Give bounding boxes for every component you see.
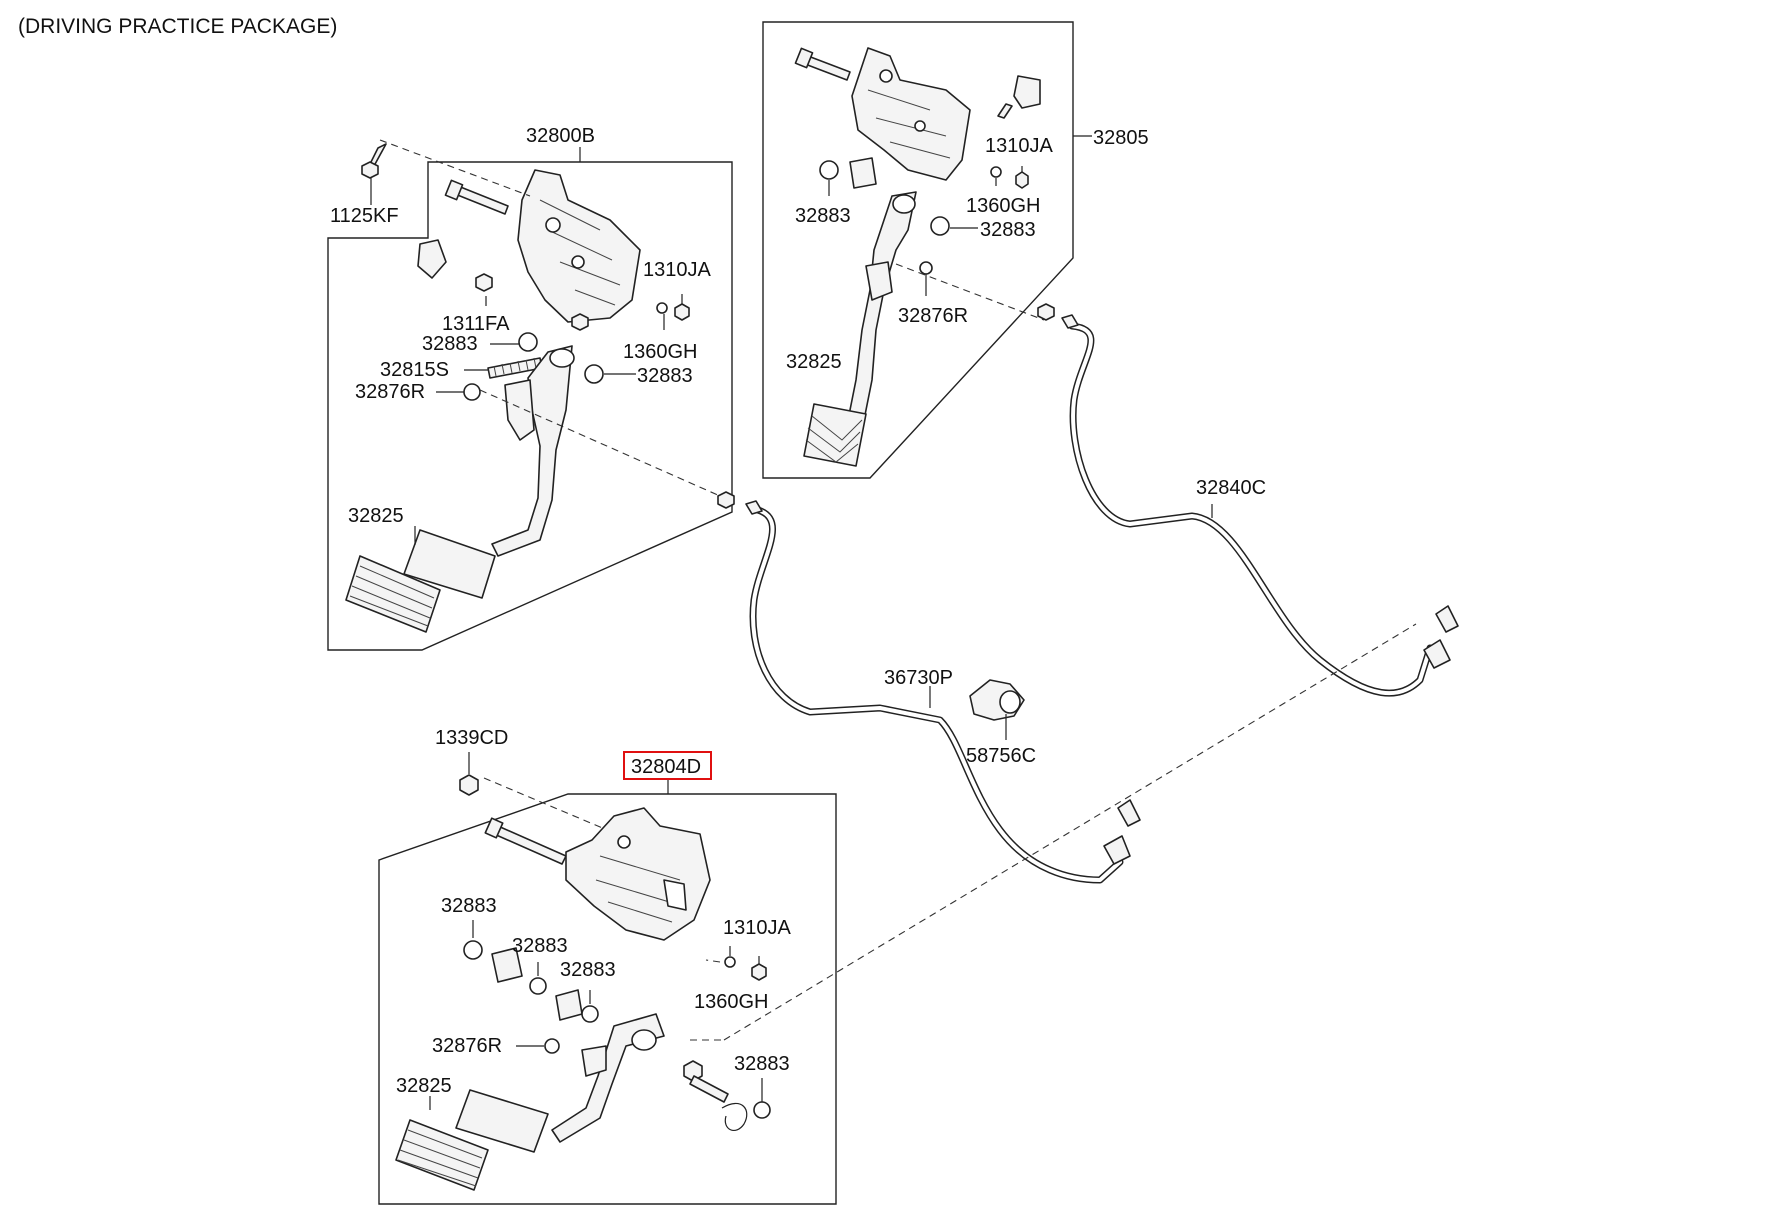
guide-line [723,623,1417,1041]
callout-32883[interactable]: 32883 [734,1053,790,1075]
nut-1310JA [674,303,690,321]
callout-32883[interactable]: 32883 [795,205,851,227]
callout-32876R[interactable]: 32876R [432,1035,502,1057]
callout-32840C[interactable]: 32840C [1196,477,1266,499]
pin [689,1075,729,1103]
sleeve [491,947,523,983]
bushing-32883 [463,940,483,960]
bushing-32883 [930,216,950,236]
bushing-32883 [529,977,547,995]
nut [683,1060,703,1082]
assembly-32800B: 32800B 1125KF 1310JA 1311FA 32883 32815S… [327,125,733,651]
callout-1360GH[interactable]: 1360GH [694,991,769,1013]
pedal-sensor [997,75,1041,119]
callout-32883[interactable]: 32883 [441,895,497,917]
bushing-32883 [584,364,604,384]
nut-1311FA [475,273,493,292]
bolt [794,47,851,81]
nut [571,313,589,331]
assembly-frame [378,793,837,1205]
callout-1310JA[interactable]: 1310JA [985,135,1053,157]
highlight-box [623,751,712,780]
assembly-32805: 32805 1310JA 32883 1360GH 32883 32876R 3… [762,21,1149,479]
cable-36730P [717,491,1141,884]
callout-58756C[interactable]: 58756C [966,745,1036,767]
clip [417,239,447,279]
callout-1125KF[interactable]: 1125KF [330,205,399,227]
callout-1311FA[interactable]: 1311FA [442,313,510,335]
pedal-bracket [565,807,711,941]
bolt [484,817,567,865]
callout-32825[interactable]: 32825 [786,351,842,373]
pedal-bracket [851,47,971,181]
washer-1360GH [724,956,736,968]
assembly-32804D: 1339CD 32804D 32883 32883 1310JA 32883 1… [378,727,837,1205]
clamp-58756C [969,679,1025,740]
sleeve [849,157,877,189]
return-spring [721,1102,748,1132]
washer-1360GH [656,302,668,314]
callout-32815S[interactable]: 32815S [380,359,449,381]
nut-1310JA [751,963,767,981]
callout-36730P[interactable]: 36730P [884,667,953,689]
callout-32883[interactable]: 32883 [637,365,693,387]
bushing-32883 [819,160,839,180]
guide-line [895,263,1045,321]
cable-32840C [1037,303,1459,697]
callout-32883[interactable]: 32883 [980,219,1036,241]
bolt [444,179,509,215]
pedal-pad-32825 [803,403,867,467]
callout-32883[interactable]: 32883 [560,959,616,981]
bushing-32883 [581,1005,599,1023]
bolt-1125KF [361,143,387,179]
callout-32825[interactable]: 32825 [396,1075,452,1097]
stopper-32876R [919,261,933,275]
assembly-frame [327,161,733,651]
callout-1310JA[interactable]: 1310JA [643,259,711,281]
pedal-bracket [517,169,641,323]
guide-line [379,139,531,197]
pedal-pad-32825 [345,529,496,633]
callout-32876R[interactable]: 32876R [898,305,968,327]
stopper-32876R [544,1038,560,1054]
callout-1339CD[interactable]: 1339CD [435,727,508,749]
washer-1360GH [990,166,1002,178]
bushing-32883 [518,332,538,352]
callout-1360GH[interactable]: 1360GH [966,195,1041,217]
guide-line [479,389,721,497]
callout-32876R[interactable]: 32876R [355,381,425,403]
page-title: (DRIVING PRACTICE PACKAGE) [18,15,337,38]
callout-32804D[interactable]: 32804D [631,756,701,778]
bushing-32883 [753,1101,771,1119]
clutch-pedal-arm [551,1013,665,1143]
nut-1310JA [1015,171,1029,189]
assembly-frame [762,21,1074,479]
callout-32825[interactable]: 32825 [348,505,404,527]
callout-32800B[interactable]: 32800B [526,125,595,147]
callout-32883[interactable]: 32883 [422,333,478,355]
callout-1310JA[interactable]: 1310JA [723,917,791,939]
callout-32883[interactable]: 32883 [512,935,568,957]
guide-line [705,959,721,963]
stopper-32876R [463,383,481,401]
callout-32805[interactable]: 32805 [1093,127,1149,149]
pedal-pad-32825 [395,1089,549,1191]
callout-1360GH[interactable]: 1360GH [623,341,698,363]
brake-pedal-arm [491,345,575,557]
nut-1339CD [459,774,479,796]
sleeve [555,989,583,1021]
